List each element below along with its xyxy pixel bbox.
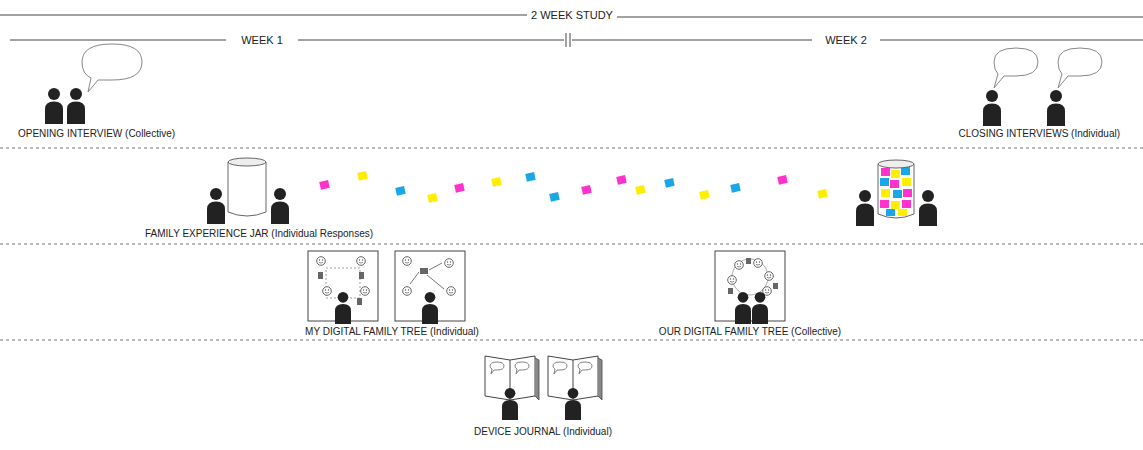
activity-label: CLOSING INTERVIEWS (Individual) xyxy=(958,128,1120,140)
study-title: 2 WEEK STUDY xyxy=(527,9,617,22)
activity-label: MY DIGITAL FAMILY TREE (Individual) xyxy=(305,326,479,338)
activity-label: OPENING INTERVIEW (Collective) xyxy=(18,128,175,140)
activity-label: FAMILY EXPERIENCE JAR (Individual Respon… xyxy=(145,228,373,240)
activity-label: DEVICE JOURNAL (Individual) xyxy=(474,426,612,438)
activity-label: OUR DIGITAL FAMILY TREE (Collective) xyxy=(659,326,841,338)
week-label: WEEK 1 xyxy=(238,34,286,46)
week-label: WEEK 2 xyxy=(822,34,870,46)
